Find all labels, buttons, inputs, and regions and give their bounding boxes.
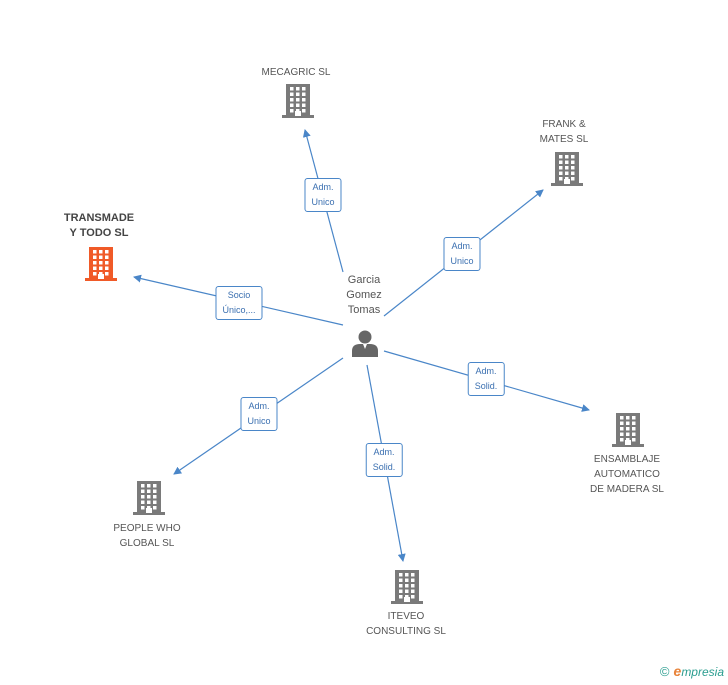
relation-badge-ensamblaje[interactable]: Adm. Solid.	[467, 362, 505, 396]
relation-badge-people-who[interactable]: Adm. Unico	[240, 397, 278, 431]
center-person-name[interactable]: Garcia Gomez Tomas	[346, 273, 381, 318]
company-label-mecagric[interactable]: MECAGRIC SL	[261, 67, 331, 78]
brand-initial: e	[673, 663, 682, 679]
center-name-line-3: Tomas	[347, 304, 381, 316]
relation-role: Socio	[227, 290, 251, 300]
copyright-symbol: ©	[659, 663, 670, 679]
relation-type: Unico	[450, 256, 474, 266]
relation-type: Unico	[311, 197, 335, 207]
center-name-line-1: Garcia	[347, 274, 381, 286]
frank-mates-building-icon[interactable]	[551, 152, 583, 186]
relation-type: Unico	[247, 416, 271, 426]
relation-role: Adm.	[475, 366, 497, 376]
relation-type: Único,...	[222, 305, 256, 315]
relation-role: Adm.	[312, 182, 334, 192]
relation-badge-frank-mates[interactable]: Adm. Unico	[443, 237, 481, 271]
brand-rest: mpresia	[681, 665, 724, 679]
company-label-people-who[interactable]: PEOPLE WHO GLOBAL SL	[113, 523, 181, 549]
mecagric-building-icon[interactable]	[282, 84, 314, 118]
copyright-footer: © empresia	[660, 663, 724, 679]
relation-role: Adm.	[451, 241, 473, 251]
transmade-building-icon[interactable]	[85, 247, 117, 281]
relation-type: Solid.	[474, 381, 498, 391]
ensamblaje-building-icon[interactable]	[612, 413, 644, 447]
people-who-building-icon[interactable]	[133, 481, 165, 515]
company-label-frank-mates[interactable]: FRANK & MATES SL	[539, 119, 589, 145]
company-label-ensamblaje[interactable]: ENSAMBLAJE AUTOMATICO DE MADERA SL	[590, 454, 664, 495]
relation-role: Adm.	[373, 447, 395, 457]
relation-type: Solid.	[372, 462, 396, 472]
relation-badge-mecagric[interactable]: Adm. Unico	[304, 178, 342, 212]
empresia-logo[interactable]: empresia	[674, 663, 724, 679]
person-icon[interactable]	[351, 329, 379, 357]
company-label-transmade[interactable]: TRANSMADE Y TODO SL	[63, 212, 135, 239]
center-name-line-2: Gomez	[346, 289, 382, 301]
company-label-iteveo[interactable]: ITEVEO CONSULTING SL	[366, 611, 446, 637]
relation-role: Adm.	[248, 401, 270, 411]
relation-badge-iteveo[interactable]: Adm. Solid.	[365, 443, 403, 477]
iteveo-building-icon[interactable]	[391, 570, 423, 604]
